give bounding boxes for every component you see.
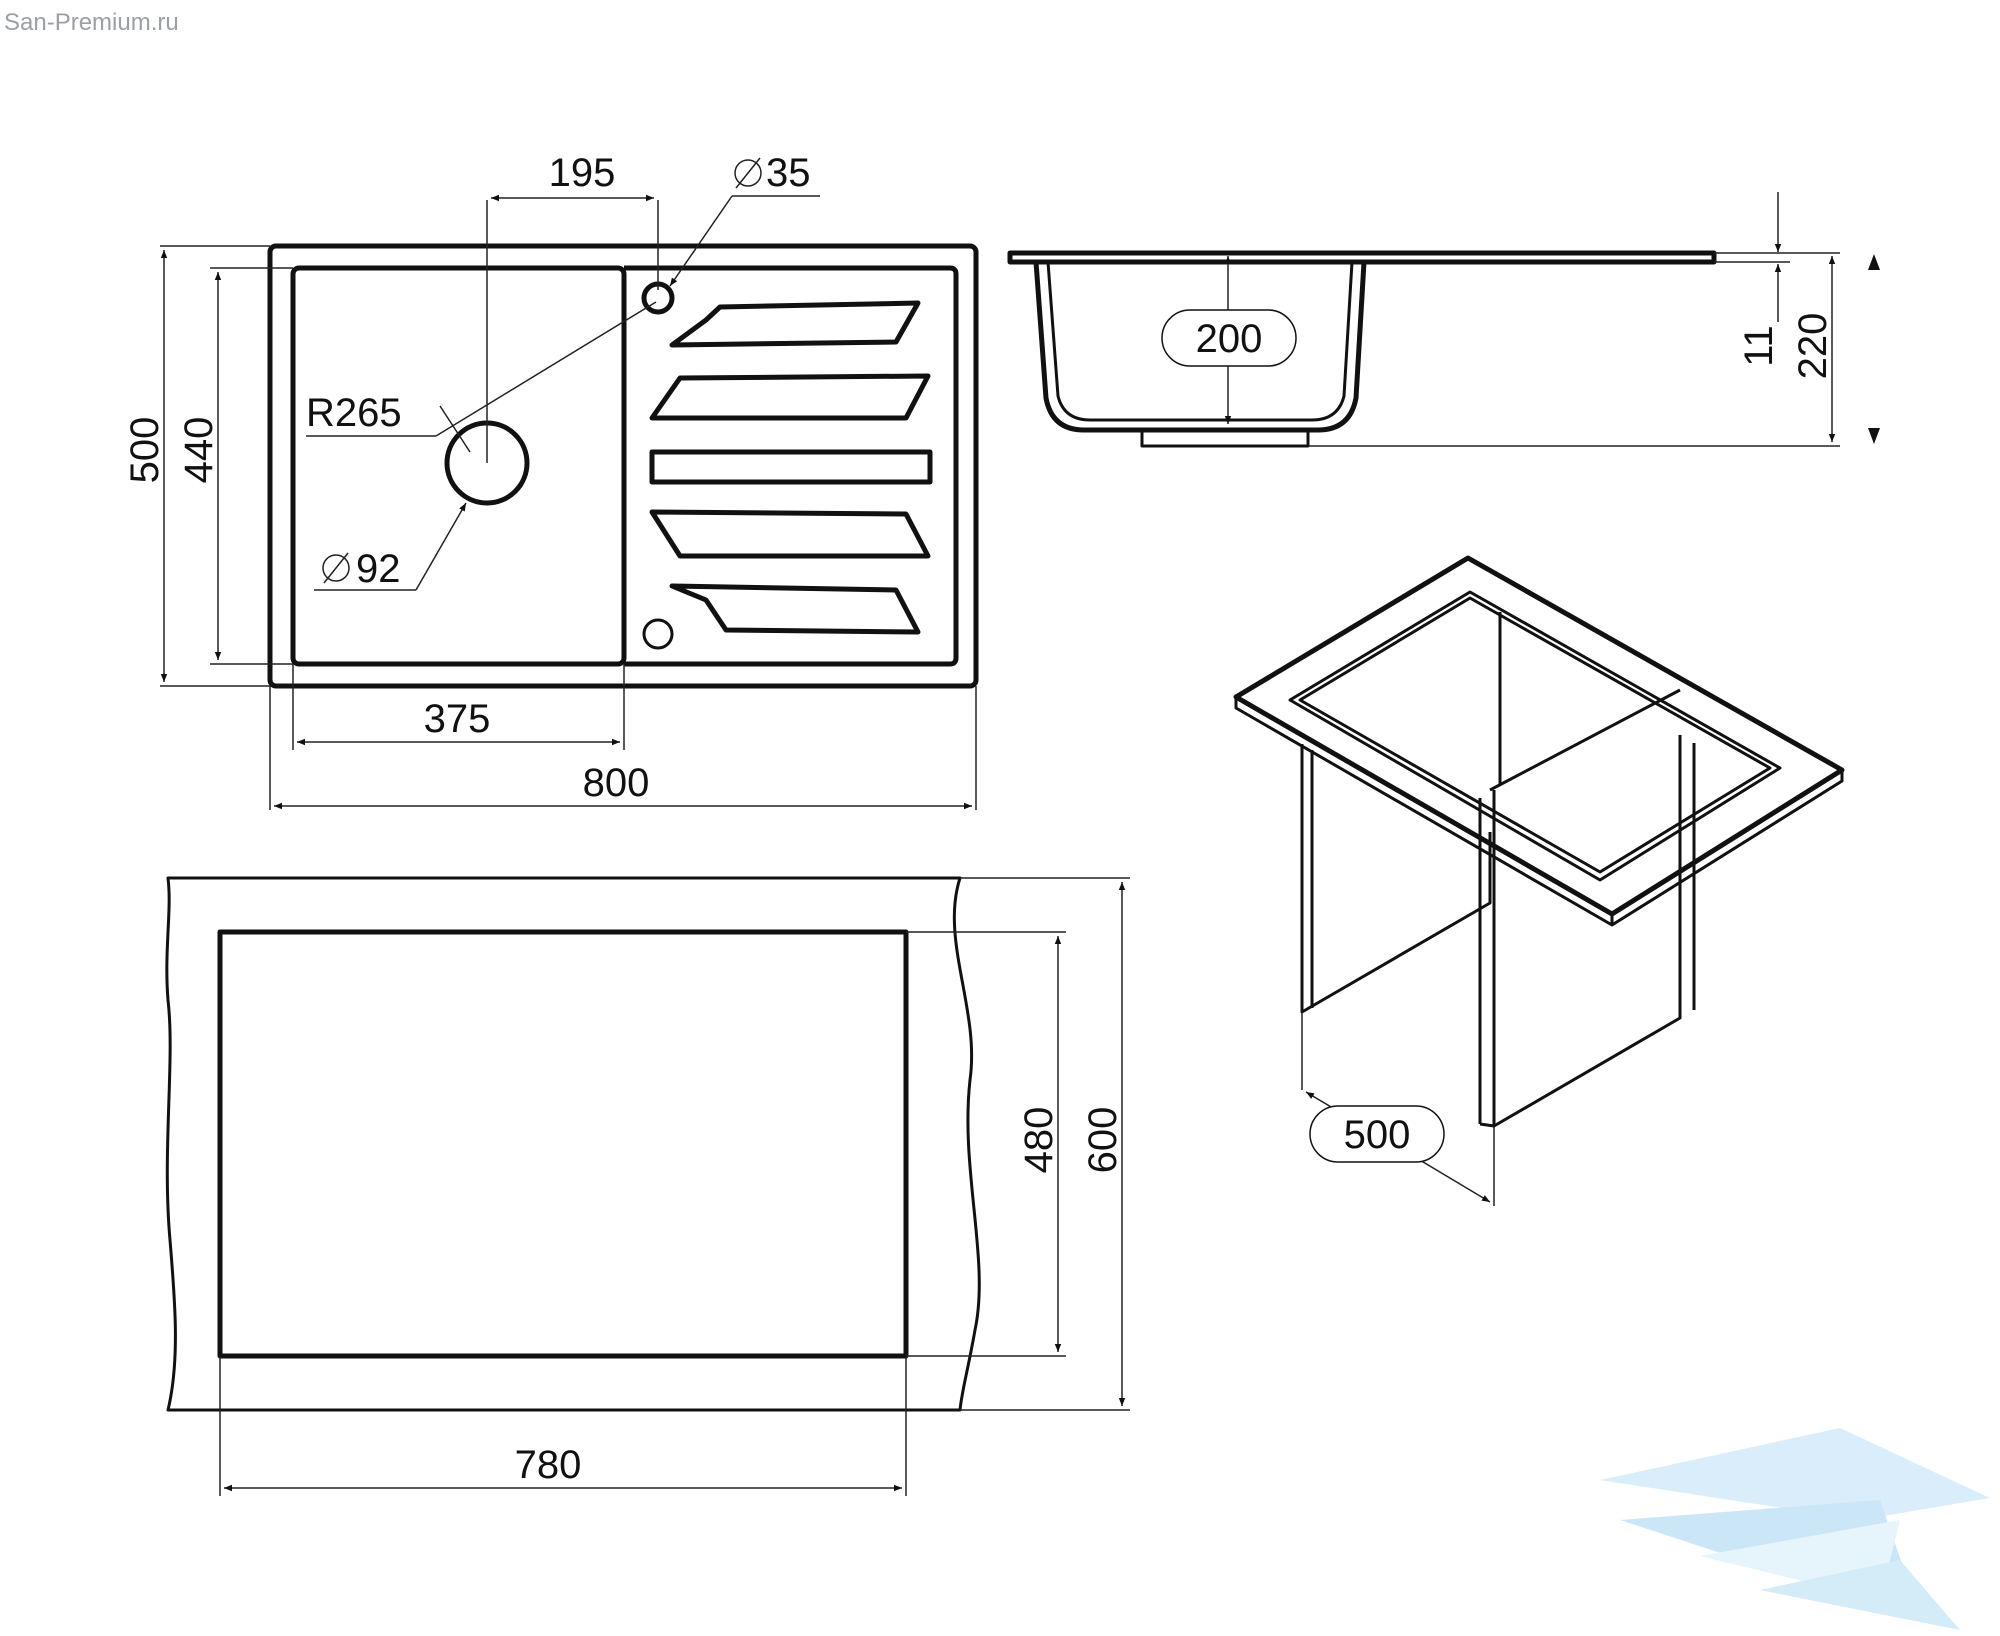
top-view: 500 440 375 800 195 35 R265 92 [123, 151, 979, 810]
drainboard-outline [624, 265, 959, 667]
dim-cutout-width: 780 [515, 1443, 582, 1487]
cabinet-view: 500 [1233, 555, 1845, 1206]
dim-tap-hole-diameter: 35 [766, 151, 811, 195]
side-rim [1007, 250, 1717, 265]
dim-overall-height: 500 [123, 417, 167, 484]
dim-cabinet-depth: 600 [1081, 1107, 1125, 1174]
side-view: 200 11 220 [1007, 192, 1880, 448]
cabinet-left-panel [1300, 744, 1492, 1014]
cutout-rectangle [217, 929, 909, 1359]
dim-bowl-width: 375 [424, 697, 491, 741]
drain-groove-4 [649, 509, 931, 559]
watermark-text: San-Premium.ru [4, 9, 179, 36]
dim-tap-offset: 195 [549, 151, 616, 195]
diameter-symbol-icon [322, 554, 350, 582]
drain-groove-2 [649, 373, 931, 421]
side-drain-fitting [1140, 428, 1310, 448]
dim-overall-width: 800 [583, 761, 650, 805]
countertop-outline [165, 876, 981, 1412]
dim-drain-diameter: 92 [356, 547, 401, 591]
dim-bowl-depth: 200 [1196, 317, 1263, 361]
brand-logo [1600, 1428, 1990, 1630]
dim-rim-thickness: 11 [1737, 325, 1781, 367]
diameter-symbol-icon [734, 159, 762, 187]
drain-groove-3 [649, 449, 933, 485]
dim-radius: R265 [306, 391, 402, 435]
bowl-outline [290, 265, 627, 667]
cutout-view: 480 600 780 [165, 876, 1130, 1496]
drain-groove-5 [669, 583, 921, 635]
dim-total-height: 220 [1791, 313, 1835, 380]
width-bubble [1309, 1105, 1445, 1163]
cabinet-frame-inner [1288, 590, 1782, 882]
drain-groove-1 [669, 300, 921, 348]
depth-bubble [1161, 309, 1297, 367]
cabinet-frame-outer [1233, 555, 1845, 917]
dim-cutout-height: 480 [1017, 1107, 1061, 1174]
sink-outline [267, 243, 979, 689]
overflow-hole [642, 618, 674, 650]
dim-bowl-height: 440 [177, 417, 221, 484]
dim-cabinet-width: 500 [1344, 1113, 1411, 1157]
